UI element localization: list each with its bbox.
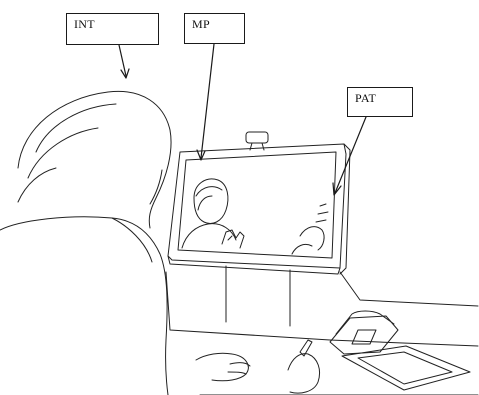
desk-lamp-edge	[339, 271, 479, 307]
tablet	[341, 345, 471, 391]
arrow-mp-head	[196, 149, 206, 161]
arrow-mp	[200, 43, 215, 159]
interpreter-arm	[195, 352, 249, 382]
interpreter-figure	[0, 90, 251, 395]
arrow-pat-head	[332, 182, 342, 196]
pointer-arrows	[118, 43, 367, 196]
arrow-int	[118, 44, 127, 77]
interpreter-fingers	[227, 362, 251, 375]
writing-hand	[287, 339, 321, 394]
patient-hair	[195, 186, 223, 211]
patient-on-screen	[181, 178, 329, 255]
monitor-stand	[225, 265, 291, 327]
camera	[245, 131, 269, 144]
patient-hands	[221, 229, 245, 249]
label-mp: MP	[184, 13, 245, 44]
patient-head	[193, 178, 229, 224]
bystander-figure	[291, 226, 325, 255]
interpreter-hair	[17, 103, 117, 203]
monitor-side	[339, 143, 351, 275]
camera-mount	[249, 142, 265, 151]
monitor-screen	[177, 151, 337, 259]
pen	[299, 339, 313, 357]
label-int: INT	[66, 13, 159, 45]
monitor	[167, 131, 351, 275]
tablet-screen	[357, 351, 453, 385]
desk	[165, 265, 479, 395]
monitor-bottom-bezel	[167, 255, 341, 275]
telephone-base	[329, 315, 399, 355]
interpreter-back	[0, 216, 169, 395]
interpreter-shoulder	[111, 217, 153, 263]
background-objects	[315, 203, 329, 223]
telephone-keypad	[351, 329, 377, 345]
writing-hand-outline	[287, 353, 321, 394]
interpreter-head	[17, 90, 172, 229]
patient-shoulders	[181, 223, 237, 249]
tablet-outline	[341, 345, 471, 391]
label-pat: PAT	[347, 87, 413, 117]
arrow-int-head	[120, 68, 130, 79]
interpreter-face-edge	[149, 169, 163, 205]
telephone-handset	[335, 310, 395, 335]
telephone	[329, 310, 399, 355]
desk-top-back-edge	[165, 271, 479, 347]
arrow-pat	[334, 116, 367, 194]
